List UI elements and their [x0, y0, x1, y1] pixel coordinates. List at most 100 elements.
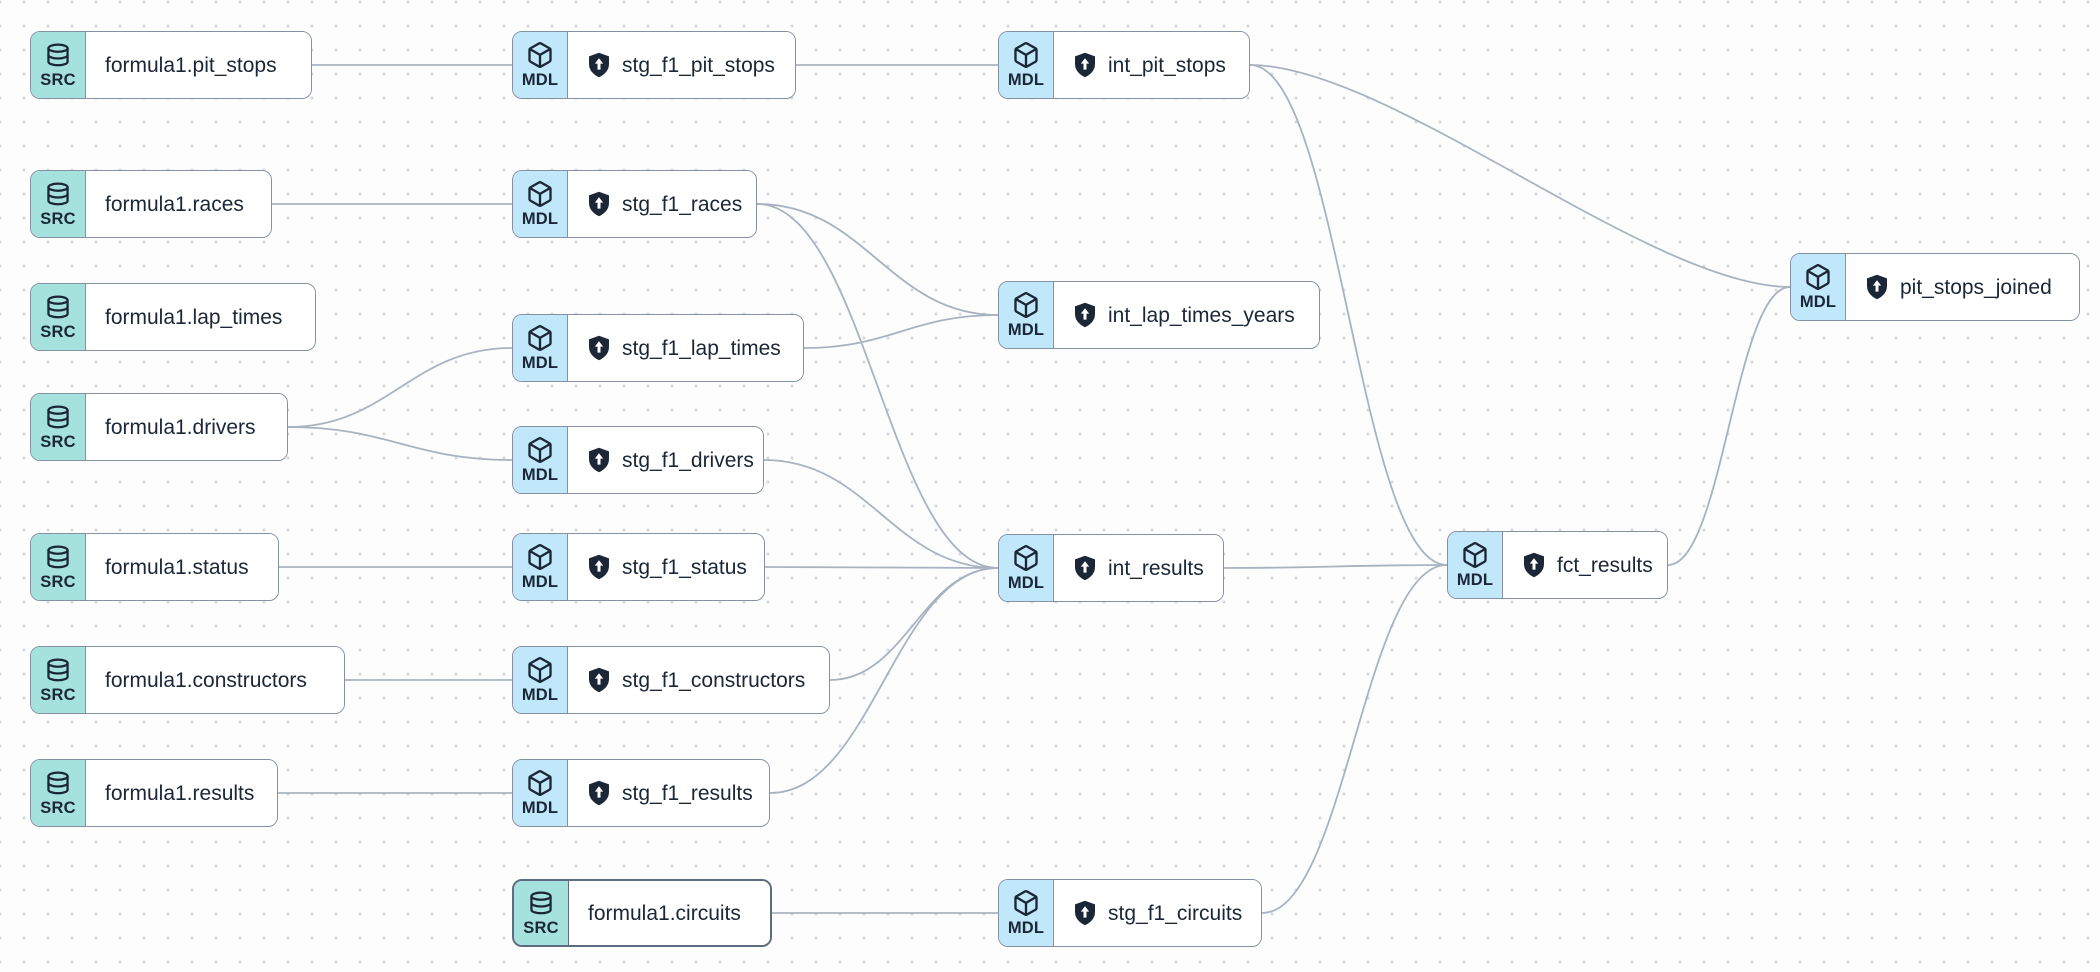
node-body: formula1.lap_times [86, 284, 315, 350]
node-body: formula1.circuits [569, 881, 770, 945]
node-body: stg_f1_results [568, 760, 769, 826]
shield-lock-icon [1075, 900, 1095, 926]
model-type-box: MDL [1791, 254, 1846, 320]
node-label: stg_f1_circuits [1108, 901, 1243, 925]
node-type-badge: MDL [1007, 574, 1045, 593]
edge-int_results-to-fct_results [1223, 564, 1448, 569]
database-icon [47, 545, 69, 569]
node-type-badge: SRC [40, 798, 76, 817]
node-label: formula1.status [105, 555, 249, 579]
node-stg_f1_lap_times[interactable]: MDL stg_f1_lap_times [512, 314, 804, 382]
database-icon [47, 295, 69, 319]
node-body: stg_f1_drivers [568, 427, 763, 493]
cube-icon [528, 657, 552, 684]
node-label: fct_results [1557, 553, 1653, 577]
node-int_results[interactable]: MDL int_results [998, 534, 1224, 602]
node-label: formula1.results [105, 781, 255, 805]
edge-stg_f1_drivers-to-int_results [763, 459, 999, 569]
model-type-box: MDL [513, 760, 568, 826]
database-icon [47, 405, 69, 429]
edge-formula1.drivers-to-stg_f1_lap_times [287, 347, 513, 428]
model-type-box: MDL [513, 315, 568, 381]
shield-lock-icon [589, 554, 609, 580]
source-type-box: SRC [31, 394, 86, 460]
node-body: fct_results [1503, 532, 1667, 598]
edge-int_pit_stops-to-pit_stops_joined [1249, 64, 1791, 288]
node-label: formula1.drivers [105, 415, 256, 439]
source-type-box: SRC [31, 171, 86, 237]
node-formula1.pit_stops[interactable]: SRC formula1.pit_stops [30, 31, 312, 99]
node-body: int_lap_times_years [1054, 282, 1319, 348]
node-label: stg_f1_lap_times [622, 336, 781, 360]
source-type-box: SRC [31, 760, 86, 826]
node-label: stg_f1_constructors [622, 668, 806, 692]
node-label: int_pit_stops [1108, 53, 1226, 77]
node-stg_f1_status[interactable]: MDL stg_f1_status [512, 533, 765, 601]
node-formula1.races[interactable]: SRC formula1.races [30, 170, 272, 238]
model-type-box: MDL [513, 32, 568, 98]
cube-icon [528, 770, 552, 797]
node-int_pit_stops[interactable]: MDL int_pit_stops [998, 31, 1250, 99]
cube-icon [1014, 292, 1038, 319]
node-formula1.drivers[interactable]: SRC formula1.drivers [30, 393, 288, 461]
node-body: formula1.races [86, 171, 271, 237]
node-label: int_results [1108, 556, 1204, 580]
edge-stg_f1_status-to-int_results [764, 566, 999, 569]
cube-icon [1014, 890, 1038, 917]
database-icon [47, 43, 69, 67]
model-type-box: MDL [999, 535, 1054, 601]
node-body: formula1.status [86, 534, 278, 600]
node-int_lap_times_years[interactable]: MDL int_lap_times_years [998, 281, 1320, 349]
model-type-box: MDL [513, 171, 568, 237]
node-body: stg_f1_pit_stops [568, 32, 795, 98]
node-label: stg_f1_drivers [622, 448, 754, 472]
cube-icon [528, 544, 552, 571]
shield-lock-icon [589, 52, 609, 78]
source-type-box: SRC [514, 881, 569, 945]
node-type-badge: SRC [40, 70, 76, 89]
node-label: formula1.pit_stops [105, 53, 277, 77]
node-body: formula1.results [86, 760, 277, 826]
node-stg_f1_races[interactable]: MDL stg_f1_races [512, 170, 757, 238]
cube-icon [528, 325, 552, 352]
source-type-box: SRC [31, 32, 86, 98]
node-type-badge: MDL [521, 573, 559, 592]
node-type-badge: MDL [1007, 321, 1045, 340]
node-label: pit_stops_joined [1900, 275, 2052, 299]
shield-lock-icon [1867, 274, 1887, 300]
cube-icon [1806, 264, 1830, 291]
source-type-box: SRC [31, 647, 86, 713]
model-type-box: MDL [513, 534, 568, 600]
node-body: int_pit_stops [1054, 32, 1249, 98]
node-stg_f1_circuits[interactable]: MDL stg_f1_circuits [998, 879, 1262, 947]
node-formula1.results[interactable]: SRC formula1.results [30, 759, 278, 827]
model-type-box: MDL [999, 880, 1054, 946]
node-label: int_lap_times_years [1108, 303, 1295, 327]
edge-int_pit_stops-to-fct_results [1249, 64, 1448, 566]
node-body: formula1.pit_stops [86, 32, 311, 98]
cube-icon [528, 181, 552, 208]
node-type-badge: SRC [40, 209, 76, 228]
node-label: stg_f1_status [622, 555, 747, 579]
node-label: stg_f1_races [622, 192, 743, 216]
model-type-box: MDL [999, 282, 1054, 348]
node-type-badge: MDL [1007, 71, 1045, 90]
node-pit_stops_joined[interactable]: MDL pit_stops_joined [1790, 253, 2080, 321]
node-body: stg_f1_circuits [1054, 880, 1261, 946]
node-body: formula1.drivers [86, 394, 287, 460]
source-type-box: SRC [31, 284, 86, 350]
node-body: int_results [1054, 535, 1223, 601]
edge-stg_f1_circuits-to-fct_results [1261, 564, 1448, 914]
shield-lock-icon [589, 335, 609, 361]
